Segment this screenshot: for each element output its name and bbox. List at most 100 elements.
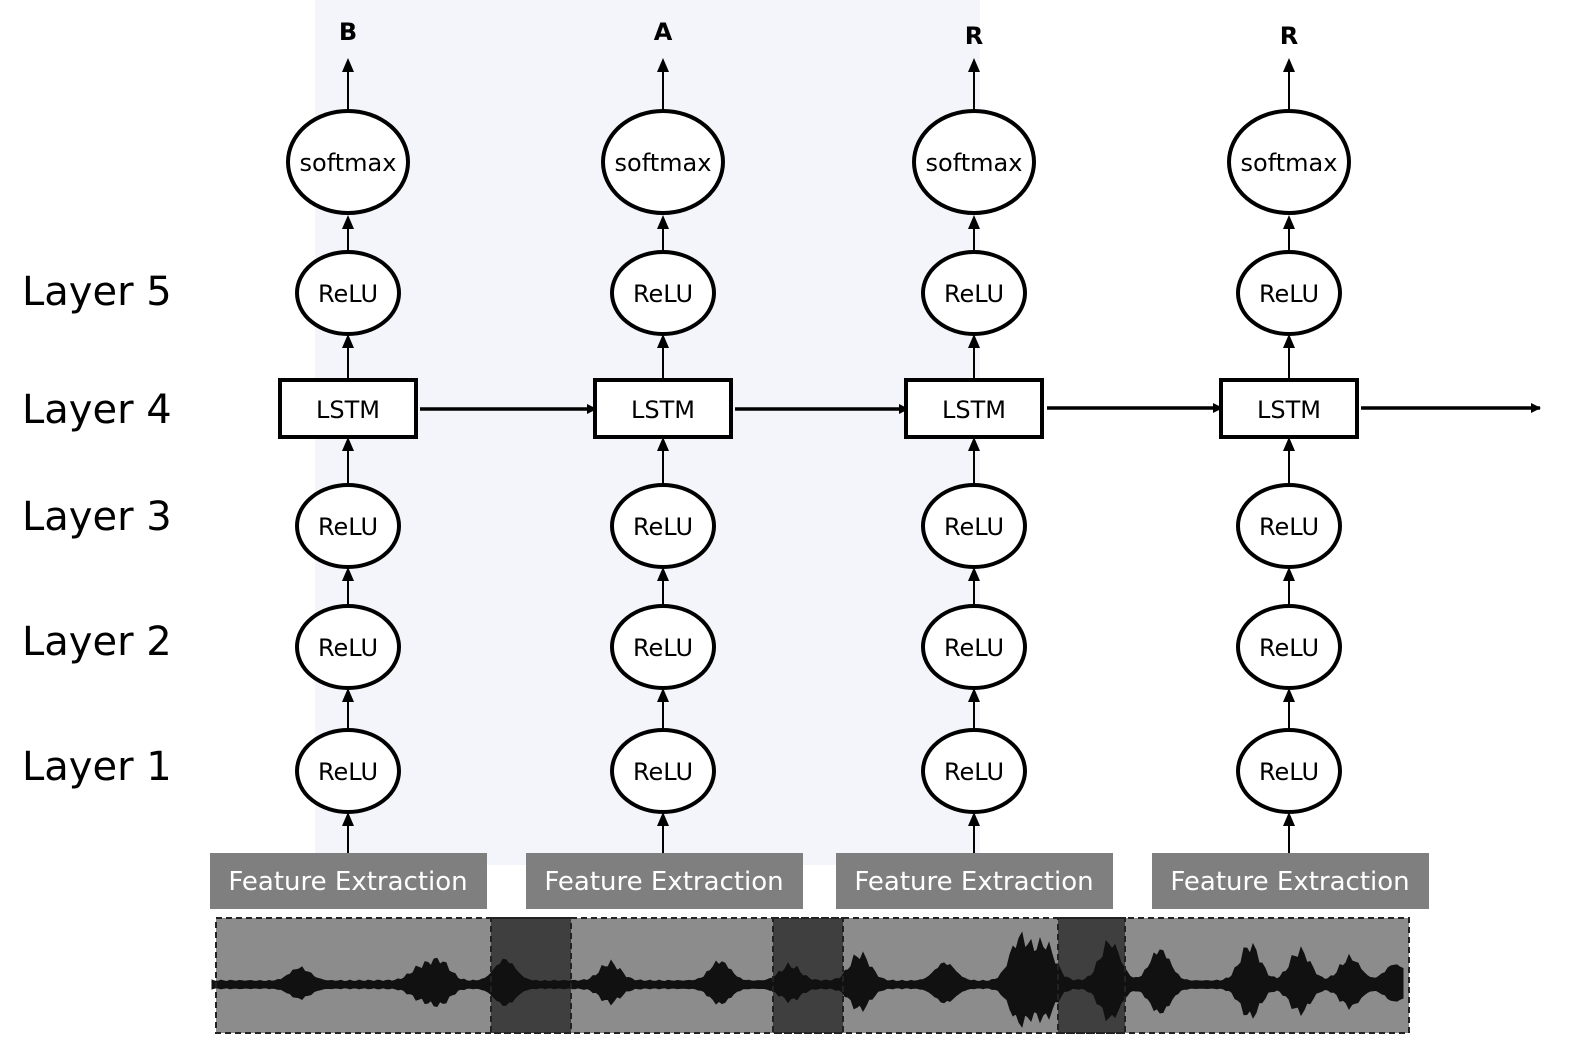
relu-layer1-node: ReLU xyxy=(610,728,716,814)
arrow-up-icon xyxy=(968,58,980,110)
feature-extraction-box: Feature Extraction xyxy=(1152,853,1429,909)
arrow-up-icon xyxy=(1283,812,1295,853)
relu-layer2-node-label: ReLU xyxy=(1259,634,1319,662)
relu-layer3-node: ReLU xyxy=(1236,483,1342,569)
relu-layer5-node: ReLU xyxy=(610,250,716,336)
arrow-up-icon xyxy=(657,334,669,379)
softmax-node-label: softmax xyxy=(615,149,712,177)
feature-extraction-box: Feature Extraction xyxy=(836,853,1113,909)
relu-layer3-node-label: ReLU xyxy=(633,513,693,541)
relu-layer3-node-label: ReLU xyxy=(318,513,378,541)
arrow-up-icon xyxy=(968,334,980,379)
softmax-node: softmax xyxy=(912,109,1036,215)
relu-layer2-node-label: ReLU xyxy=(633,634,693,662)
relu-layer3-node-label: ReLU xyxy=(1259,513,1319,541)
arrow-up-icon xyxy=(657,812,669,853)
lstm-node-label: LSTM xyxy=(631,396,695,424)
feature-extraction-label: Feature Extraction xyxy=(228,867,467,897)
relu-layer3-node-label: ReLU xyxy=(944,513,1004,541)
relu-layer2-node-label: ReLU xyxy=(318,634,378,662)
arrow-up-icon xyxy=(657,567,669,605)
feature-extraction-label: Feature Extraction xyxy=(544,867,783,897)
relu-layer5-node-label: ReLU xyxy=(633,280,693,308)
arrow-up-icon xyxy=(657,688,669,729)
relu-layer2-node: ReLU xyxy=(921,604,1027,690)
output-label: B xyxy=(339,18,357,46)
segment-border-2 xyxy=(490,917,844,1034)
output-label: A xyxy=(654,18,673,46)
softmax-node-label: softmax xyxy=(1241,149,1338,177)
arrow-up-icon xyxy=(1283,58,1295,110)
arrow-up-icon xyxy=(342,812,354,853)
relu-layer3-node: ReLU xyxy=(295,483,401,569)
relu-layer1-node-label: ReLU xyxy=(944,758,1004,786)
arrow-up-icon xyxy=(342,58,354,110)
relu-layer2-node: ReLU xyxy=(295,604,401,690)
layer-1-label: Layer 1 xyxy=(22,744,172,790)
relu-layer3-node: ReLU xyxy=(921,483,1027,569)
relu-layer5-node-label: ReLU xyxy=(318,280,378,308)
relu-layer1-node: ReLU xyxy=(295,728,401,814)
arrow-up-icon xyxy=(342,437,354,484)
segment-border-4 xyxy=(1057,917,1410,1034)
arrow-up-icon xyxy=(1283,334,1295,379)
relu-layer5-node-label: ReLU xyxy=(1259,280,1319,308)
segment-border-1 xyxy=(215,917,572,1034)
arrow-up-icon xyxy=(657,437,669,484)
feature-extraction-box: Feature Extraction xyxy=(210,853,487,909)
arrow-up-icon xyxy=(342,567,354,605)
lstm-node-label: LSTM xyxy=(1257,396,1321,424)
relu-layer5-node: ReLU xyxy=(1236,250,1342,336)
lstm-node: LSTM xyxy=(1219,378,1359,439)
arrow-up-icon xyxy=(342,688,354,729)
layer-5-label: Layer 5 xyxy=(22,269,172,315)
relu-layer1-node: ReLU xyxy=(1236,728,1342,814)
lstm-node: LSTM xyxy=(593,378,733,439)
softmax-node: softmax xyxy=(1227,109,1351,215)
segment-border-3 xyxy=(772,917,1126,1034)
relu-layer1-node-label: ReLU xyxy=(318,758,378,786)
arrow-up-icon xyxy=(1283,688,1295,729)
arrow-up-icon xyxy=(1283,215,1295,250)
lstm-node: LSTM xyxy=(278,378,418,439)
feature-extraction-label: Feature Extraction xyxy=(1170,867,1409,897)
arrow-up-icon xyxy=(342,215,354,250)
relu-layer2-node: ReLU xyxy=(1236,604,1342,690)
arrow-up-icon xyxy=(342,334,354,379)
output-label: R xyxy=(1280,22,1298,50)
feature-extraction-label: Feature Extraction xyxy=(854,867,1093,897)
layer-4-label: Layer 4 xyxy=(22,387,172,433)
arrow-up-icon xyxy=(657,215,669,250)
feature-extraction-box: Feature Extraction xyxy=(526,853,803,909)
audio-waveform xyxy=(211,917,1410,1034)
softmax-node-label: softmax xyxy=(926,149,1023,177)
waveform-icon xyxy=(211,931,1404,1028)
arrow-up-icon xyxy=(968,437,980,484)
softmax-node: softmax xyxy=(601,109,725,215)
softmax-node: softmax xyxy=(286,109,410,215)
relu-layer5-node: ReLU xyxy=(295,250,401,336)
relu-layer5-node-label: ReLU xyxy=(944,280,1004,308)
softmax-node-label: softmax xyxy=(300,149,397,177)
arrow-up-icon xyxy=(1283,567,1295,605)
arrow-up-icon xyxy=(968,812,980,853)
layer-3-label: Layer 3 xyxy=(22,494,172,540)
arrow-up-icon xyxy=(657,58,669,110)
lstm-node-label: LSTM xyxy=(316,396,380,424)
relu-layer1-node: ReLU xyxy=(921,728,1027,814)
relu-layer2-node-label: ReLU xyxy=(944,634,1004,662)
layer-2-label: Layer 2 xyxy=(22,619,172,665)
relu-layer1-node-label: ReLU xyxy=(1259,758,1319,786)
arrow-up-icon xyxy=(968,567,980,605)
relu-layer2-node: ReLU xyxy=(610,604,716,690)
lstm-node: LSTM xyxy=(904,378,1044,439)
lstm-node-label: LSTM xyxy=(942,396,1006,424)
output-label: R xyxy=(965,22,983,50)
